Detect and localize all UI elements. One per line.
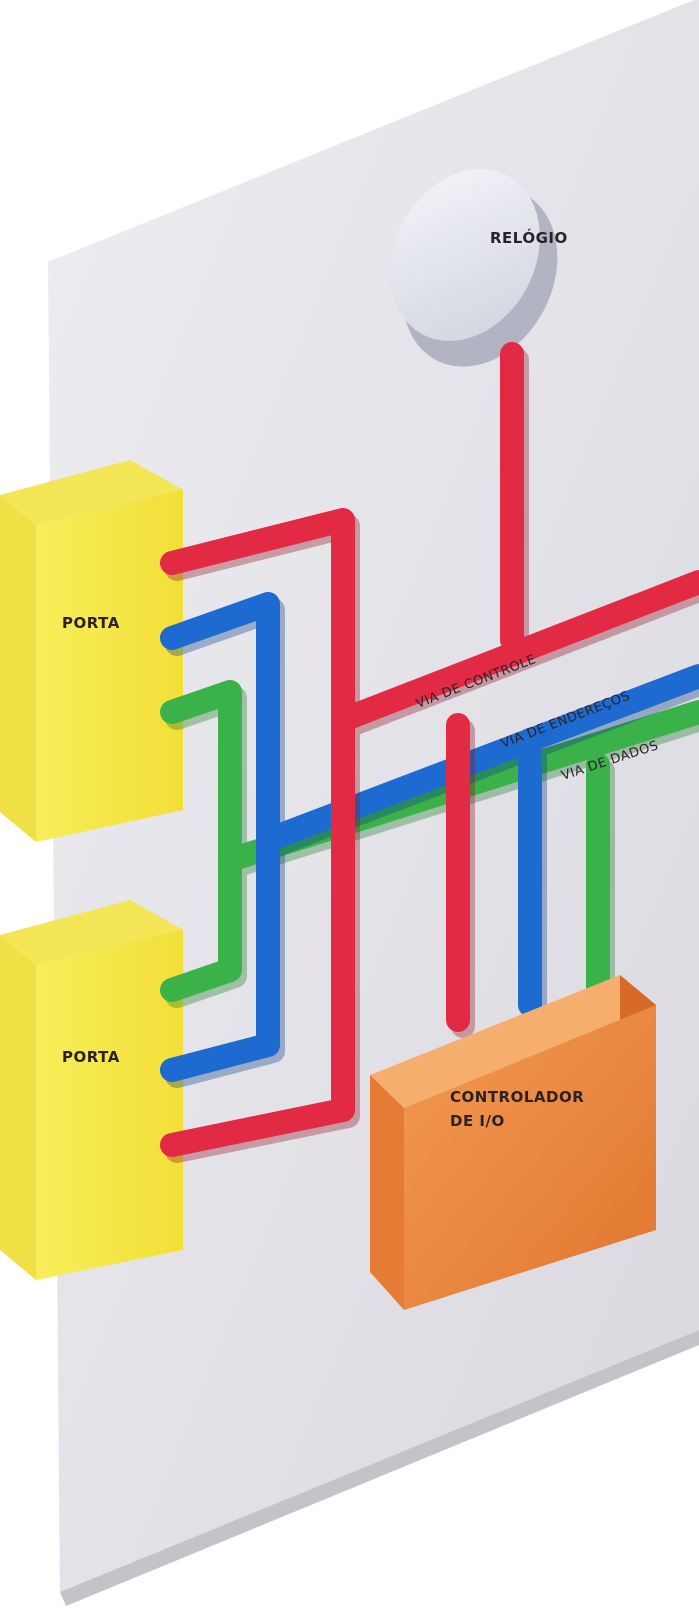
port-top-label: PORTA <box>62 614 120 632</box>
clock-label: RELÓGIO <box>490 228 568 247</box>
port-top: PORTA <box>0 460 183 842</box>
port-bottom-label: PORTA <box>62 1048 120 1066</box>
io-controller-label-line2: DE I/O <box>450 1112 505 1130</box>
port-bottom: PORTA <box>0 900 183 1280</box>
io-controller-label-line1: CONTROLADOR <box>450 1088 584 1106</box>
